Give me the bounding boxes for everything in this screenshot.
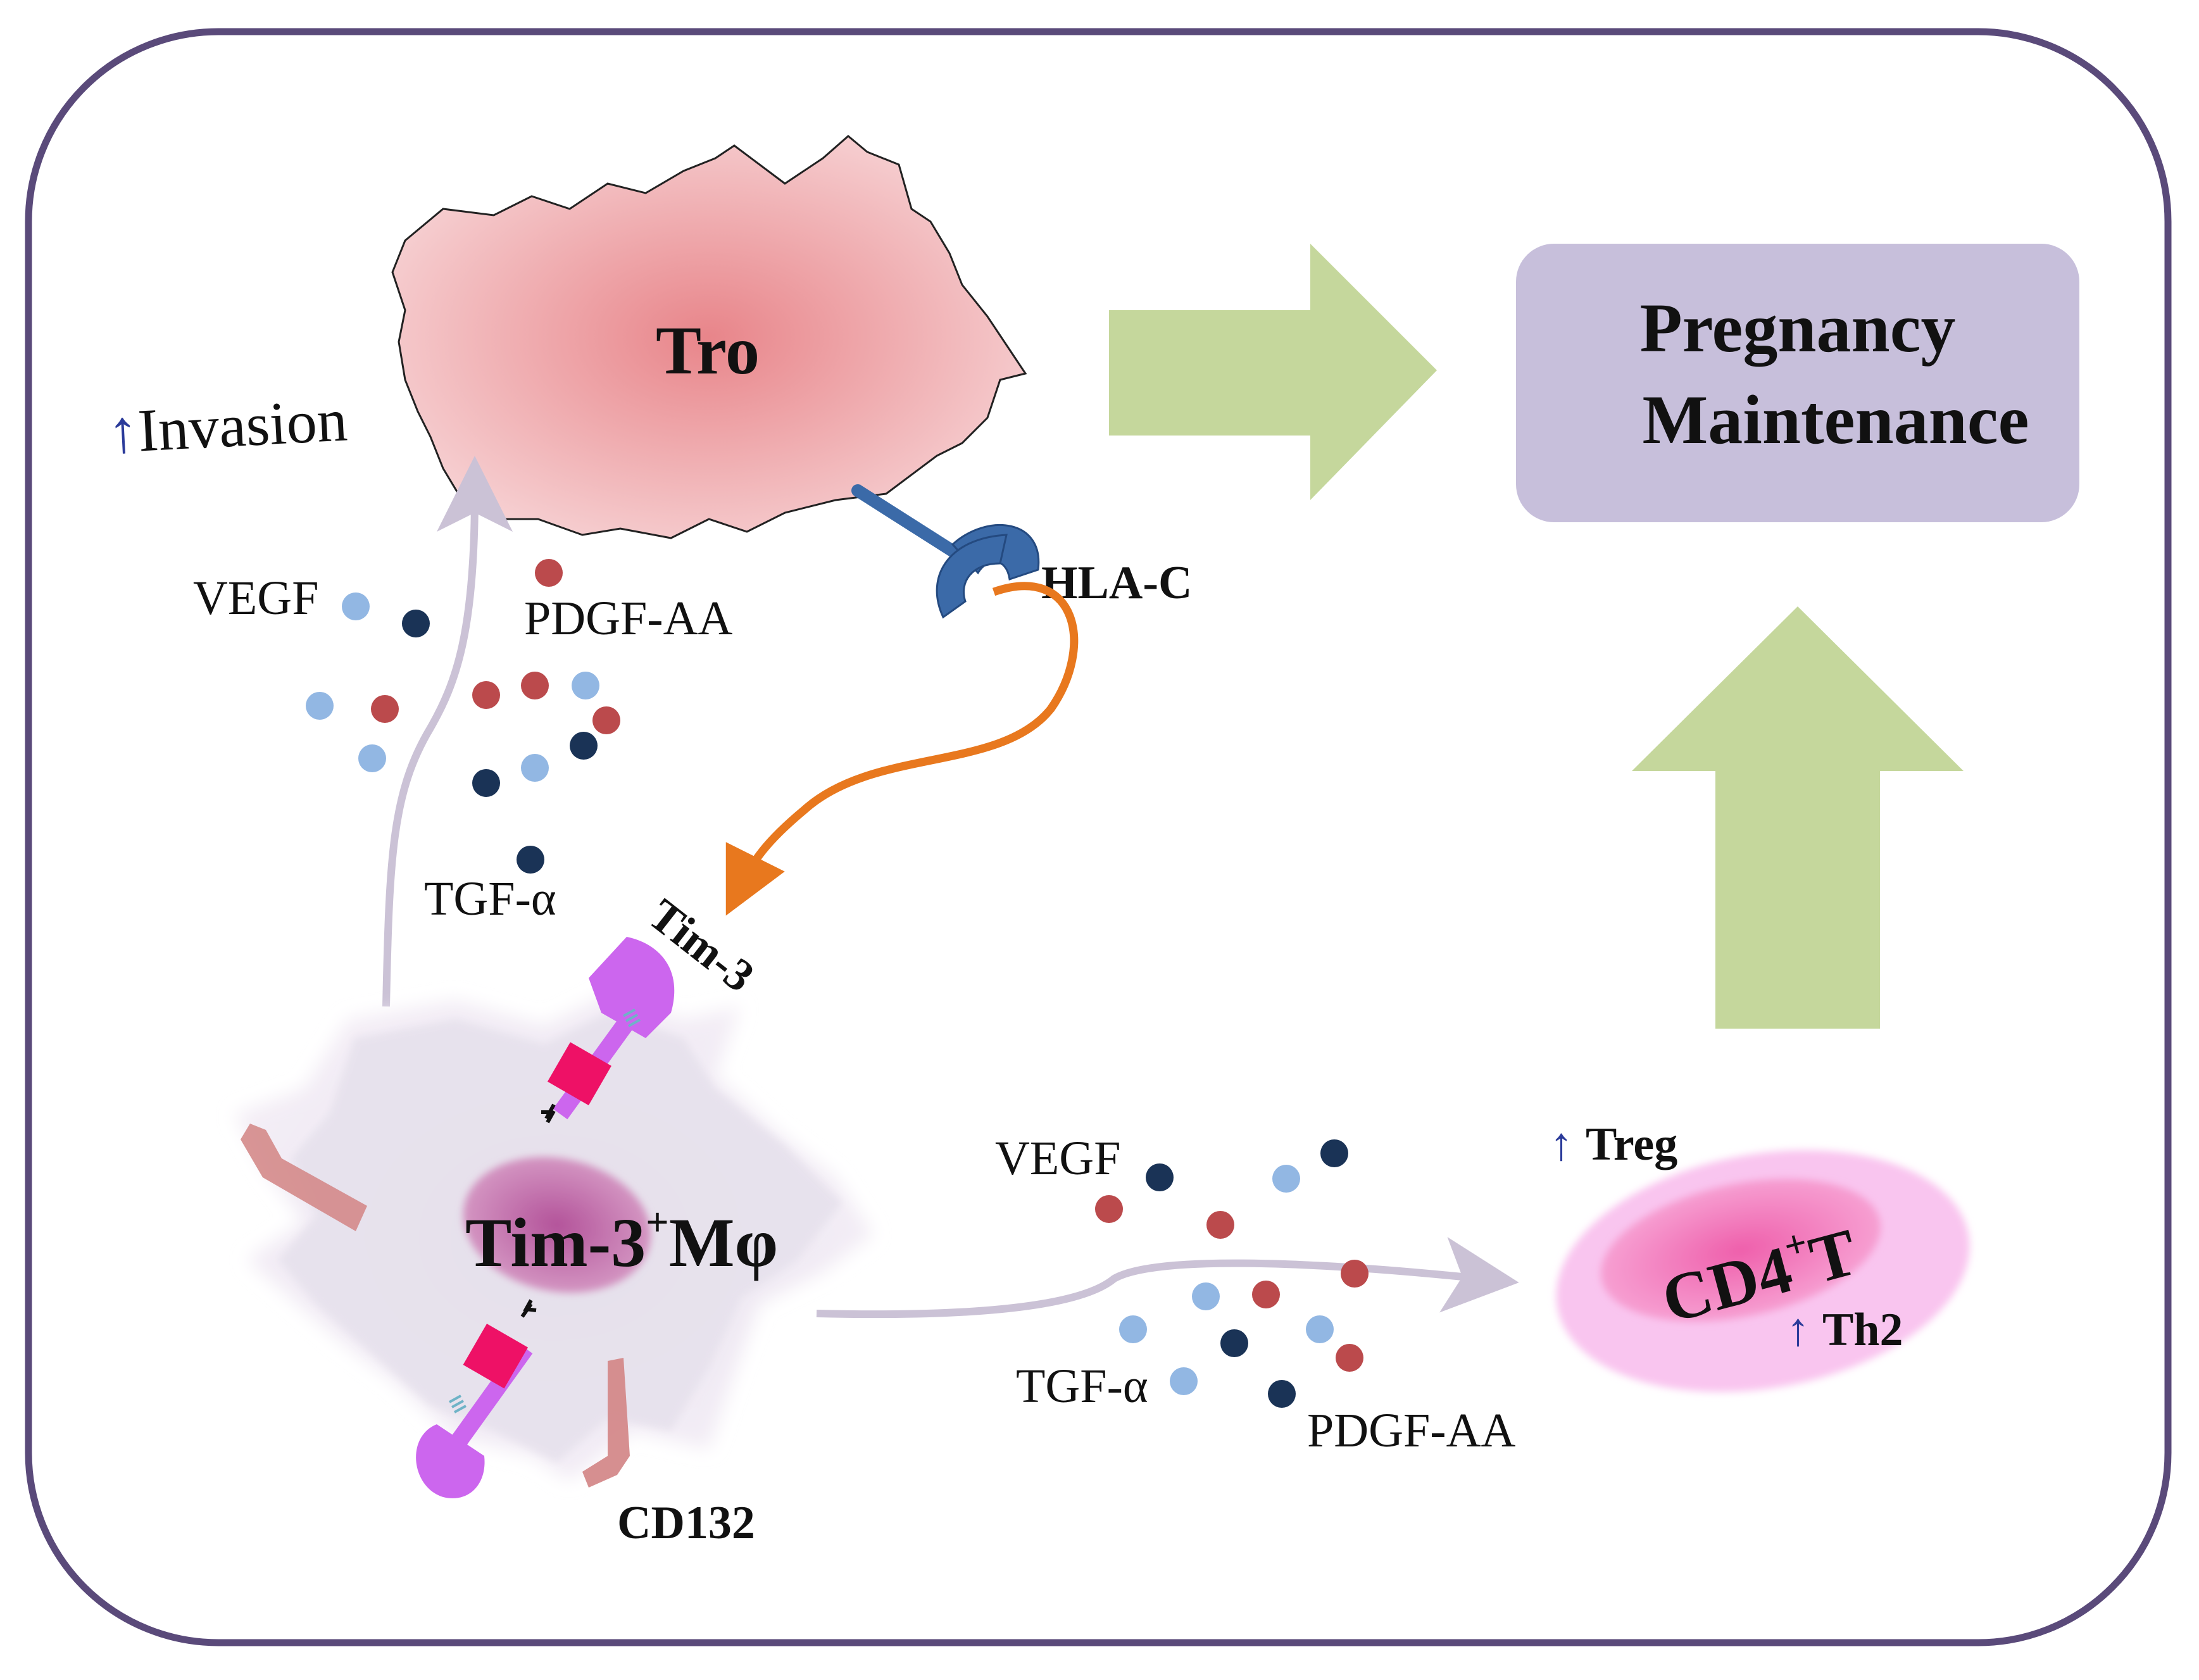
cd132-receptor-icon	[241, 1124, 630, 1488]
cytokine-dot	[1320, 1139, 1348, 1167]
cytokine-dot	[1306, 1315, 1334, 1343]
cytokine-dot	[472, 769, 500, 797]
cytokine-dot	[1341, 1260, 1369, 1288]
cytokine-dot	[472, 681, 500, 709]
hla-tim3-interaction-arrow	[725, 582, 1079, 916]
cytokine-dot	[371, 695, 399, 723]
cytokine-dot	[1119, 1315, 1147, 1343]
cytokine-dot	[1206, 1211, 1234, 1239]
green-arrow-right	[1109, 244, 1437, 500]
cd132-label: CD132	[617, 1497, 755, 1549]
macrophage-cell-icon	[234, 994, 874, 1481]
cytokine-dot	[572, 672, 599, 699]
invasion-up-arrow: ↑	[106, 397, 140, 466]
cytokine-dot	[517, 846, 544, 874]
cytokine-dot	[570, 732, 598, 760]
cytokine-dot	[1272, 1165, 1300, 1193]
cytokine-dot	[1268, 1380, 1296, 1408]
cytokine-dot	[1336, 1344, 1363, 1372]
cytokine-dot	[1252, 1281, 1280, 1308]
cd4-t-cell-icon	[1556, 1150, 1970, 1392]
pdgf-label-left: PDGF-AA	[524, 592, 732, 645]
hla-c-label: HLA-C	[1041, 557, 1192, 609]
cytokine-dot	[535, 559, 563, 587]
cytokine-dot	[1170, 1367, 1198, 1395]
hla-c-receptor-icon	[851, 484, 1040, 619]
left-cytokine-dots	[306, 559, 620, 874]
tim3-receptor-icon	[541, 937, 675, 1124]
pregnancy-maintenance-box	[1516, 244, 2079, 522]
right-cytokine-dots	[1095, 1139, 1369, 1408]
cytokine-dot	[402, 610, 430, 637]
cd4t-label: CD4+T	[1653, 1210, 1865, 1338]
vegf-label-left: VEGF	[193, 572, 318, 625]
maintenance-label: Maintenance	[1642, 381, 2029, 458]
cytokine-dot	[342, 592, 370, 620]
cytokine-dot	[1220, 1329, 1248, 1357]
cytokine-dot	[1192, 1282, 1220, 1310]
cytokine-dot	[1095, 1195, 1123, 1223]
cytokine-dot	[521, 672, 549, 699]
tim3-receptor-icon-lower	[416, 1299, 537, 1498]
cytokine-dot	[306, 692, 334, 720]
tgf-label-left: TGF-α	[424, 872, 556, 925]
vegf-label-right: VEGF	[995, 1132, 1120, 1185]
tro-label: Tro	[656, 313, 760, 389]
cytokine-dot	[592, 706, 620, 734]
pregnancy-label: Pregnancy	[1639, 289, 1955, 367]
invasion-text: Invasion	[136, 386, 349, 464]
cytokine-dot	[1146, 1163, 1174, 1191]
pdgf-label-right: PDGF-AA	[1307, 1404, 1515, 1457]
invasion-pathway-arrow	[382, 456, 513, 1007]
cytokine-secretion-arrow	[816, 1237, 1519, 1319]
invasion-label: ↑Invasion	[106, 386, 349, 466]
th2-label: ↑Th2	[1786, 1304, 1903, 1356]
tgf-label-right: TGF-α	[1016, 1360, 1148, 1413]
treg-label: ↑Treg	[1550, 1119, 1677, 1170]
green-arrow-up	[1632, 606, 1964, 1029]
cytokine-dot	[358, 744, 386, 772]
macrophage-label: Tim-3+Mφ	[465, 1200, 778, 1281]
cytokine-dot	[521, 754, 549, 782]
